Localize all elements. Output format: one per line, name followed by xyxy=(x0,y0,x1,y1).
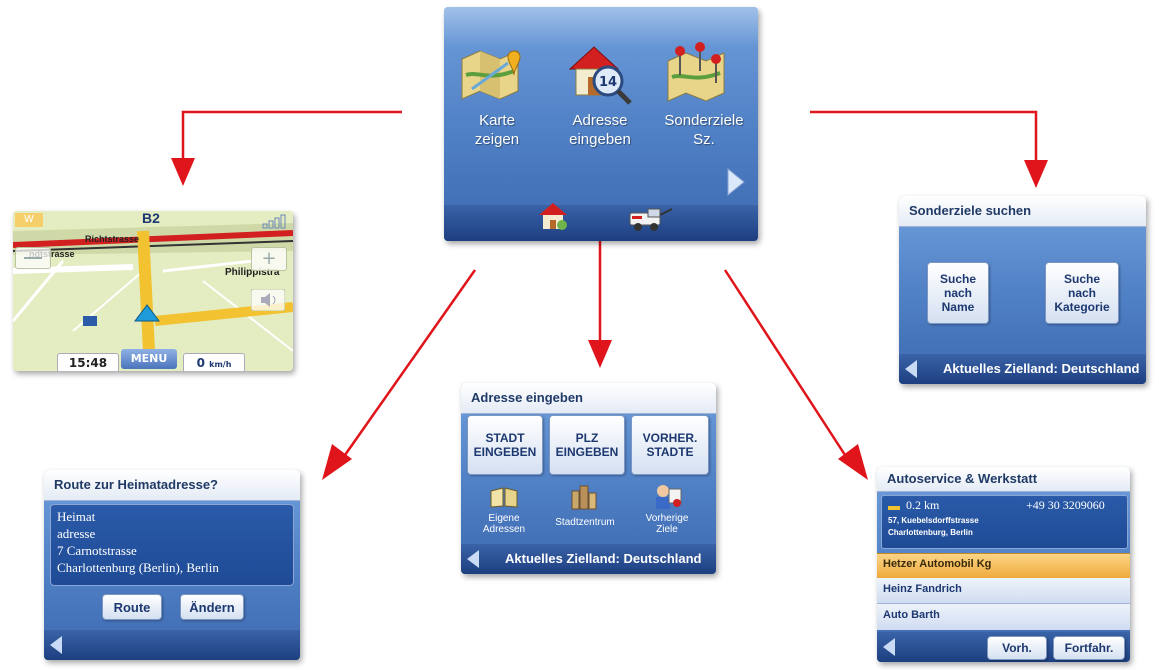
status-badge: W xyxy=(15,213,43,227)
home-route-screen: Route zur Heimatadresse? Heimat adresse … xyxy=(44,470,300,660)
back-icon[interactable] xyxy=(905,360,917,378)
svg-text:14: 14 xyxy=(599,75,617,90)
map-menu-button[interactable]: MENU xyxy=(121,349,177,369)
poi-address-line: 57, Kuebelsdorffstrasse xyxy=(888,516,979,525)
menu-item-poi[interactable]: Sonderziele Sz. xyxy=(664,112,744,148)
home-address-line: Charlottenburg (Berlin), Berlin xyxy=(57,560,219,575)
street-label-left: ndtstrasse xyxy=(29,249,75,259)
continue-button[interactable]: Fortfahr. xyxy=(1053,636,1125,660)
poi-search-title: Sonderziele suchen xyxy=(899,196,1146,227)
menu-item-show-map[interactable]: Karte zeigen xyxy=(474,112,520,148)
house-address-icon[interactable]: 14 xyxy=(564,39,636,105)
arrowhead-autoservice xyxy=(838,444,868,480)
current-country-label: Aktuelles Zielland: Deutschland xyxy=(943,361,1140,376)
previous-button[interactable]: Vorh. xyxy=(987,636,1047,660)
map-screen: W B2 Richtstrasse ndtstrasse Philippistr… xyxy=(13,211,293,371)
map-icon[interactable] xyxy=(458,45,522,103)
poi-search-screen: Sonderziele suchen Suche nach Name Suche… xyxy=(899,196,1146,384)
current-country-label: Aktuelles Zielland: Deutschland xyxy=(505,551,702,566)
arrow-to-map xyxy=(181,110,402,160)
back-icon[interactable] xyxy=(883,638,895,656)
selected-poi-details: 0.2 km +49 30 3209060 57, Kuebelsdorffst… xyxy=(881,495,1128,549)
list-item[interactable]: Heinz Fandrich xyxy=(877,578,1130,604)
search-by-name-button[interactable]: Suche nach Name xyxy=(927,262,989,324)
search-by-category-button[interactable]: Suche nach Kategorie xyxy=(1045,262,1119,324)
speed-display: 0 km/h xyxy=(183,353,245,371)
own-addresses-label[interactable]: Eigene Adressen xyxy=(482,513,526,535)
time-display: 15:48 xyxy=(57,353,119,371)
list-item-selected[interactable]: Hetzer Automobil Kg xyxy=(877,553,1130,579)
back-icon[interactable] xyxy=(50,636,62,654)
tow-truck-icon[interactable] xyxy=(626,205,674,233)
arrow-to-autoservice xyxy=(723,269,847,456)
street-label-right: Philippistra xyxy=(225,267,280,278)
previous-destinations-icon[interactable] xyxy=(651,483,683,511)
home-address-box: Heimat adresse 7 Carnotstrasse Charlotte… xyxy=(50,504,294,586)
previous-destinations-label[interactable]: Vorherige Ziele xyxy=(645,513,689,535)
city-center-label[interactable]: Stadtzentrum xyxy=(555,517,615,528)
main-menu-screen: Karte zeigen 14 Adresse eingeben Sonderz… xyxy=(444,7,758,241)
enter-city-button[interactable]: STADT EINGEBEN xyxy=(467,415,543,475)
home-icon[interactable] xyxy=(536,199,570,233)
previous-cities-button[interactable]: VORHER. STADTE xyxy=(631,415,709,475)
home-address-line: 7 Carnotstrasse xyxy=(57,543,137,558)
arrow-to-poi xyxy=(810,110,1038,162)
autoservice-title: Autoservice & Werkstatt xyxy=(877,467,1130,492)
home-address-line: Heimat xyxy=(57,509,96,524)
zoom-out-button[interactable] xyxy=(15,247,51,269)
list-item[interactable]: Auto Barth xyxy=(877,604,1130,630)
address-entry-title: Adresse eingeben xyxy=(461,383,716,414)
menu-item-enter-address[interactable]: Adresse eingeben xyxy=(569,112,631,148)
map-canvas[interactable] xyxy=(13,211,293,371)
change-button[interactable]: Ändern xyxy=(180,594,244,620)
zoom-in-button[interactable]: + xyxy=(251,247,287,271)
poi-distance: 0.2 km xyxy=(906,498,940,512)
arrow-to-home xyxy=(343,269,477,456)
address-book-icon[interactable] xyxy=(489,485,519,509)
home-route-title: Route zur Heimatadresse? xyxy=(44,470,300,501)
back-icon[interactable] xyxy=(467,550,479,568)
home-address-line: adresse xyxy=(57,526,96,541)
direction-icon xyxy=(888,506,900,510)
signal-strength-icon xyxy=(262,214,286,229)
volume-icon[interactable] xyxy=(251,289,285,311)
city-center-icon[interactable] xyxy=(569,483,599,511)
arrowhead-poi xyxy=(1024,160,1048,188)
road-name: B2 xyxy=(142,211,160,226)
enter-postcode-button[interactable]: PLZ EINGEBEN xyxy=(549,415,625,475)
next-page-icon[interactable] xyxy=(726,167,746,197)
route-button[interactable]: Route xyxy=(102,594,162,620)
arrowhead-map xyxy=(171,158,195,186)
poi-address-line: Charlottenburg, Berlin xyxy=(888,528,973,537)
autoservice-screen: Autoservice & Werkstatt 0.2 km +49 30 32… xyxy=(877,467,1130,662)
arrowhead-address xyxy=(588,340,612,368)
poi-phone: +49 30 3209060 xyxy=(1026,498,1105,512)
address-entry-screen: Adresse eingeben STADT EINGEBEN PLZ EING… xyxy=(461,383,716,574)
street-label-top: Richtstrasse xyxy=(85,234,140,244)
arrowhead-home xyxy=(322,444,352,480)
poi-map-icon[interactable] xyxy=(664,41,730,103)
